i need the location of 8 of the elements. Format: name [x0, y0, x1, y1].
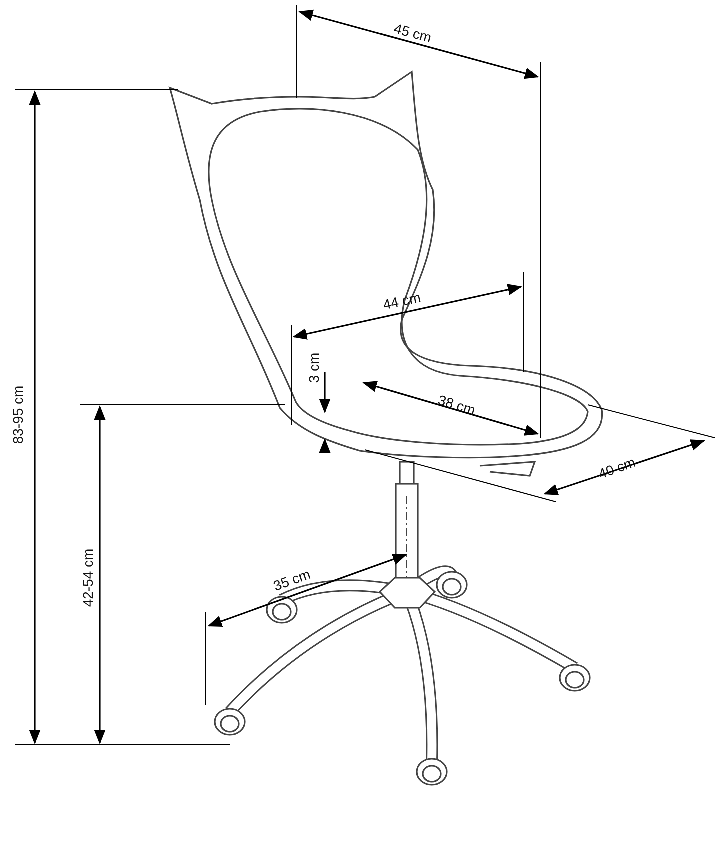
dimension-label: 3 cm	[307, 352, 321, 384]
dimension-label: 44 cm	[382, 290, 422, 312]
dimension-label: 40 cm	[596, 454, 638, 482]
dimension-label: 83-95 cm	[11, 386, 25, 444]
dimension-label: 35 cm	[272, 566, 312, 594]
dimension-label: 38 cm	[436, 392, 478, 418]
dimension-label: 42-54 cm	[81, 548, 95, 608]
dimension-label: 45 cm	[392, 21, 434, 45]
